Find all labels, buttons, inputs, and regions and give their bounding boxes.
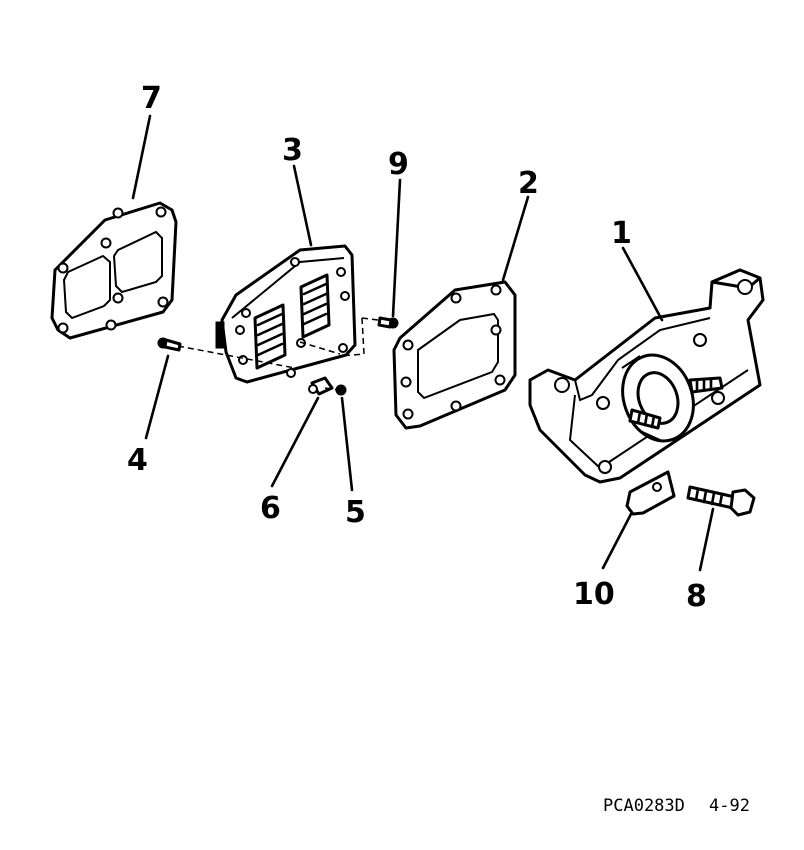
callout-3: 3 — [282, 133, 303, 168]
callout-6: 6 — [260, 491, 281, 526]
callout-labels: 7 3 9 2 1 4 6 5 10 8 — [127, 81, 707, 614]
part-4-screw — [157, 337, 182, 352]
part-10-clip — [625, 470, 676, 516]
callout-8: 8 — [686, 579, 707, 614]
leader-lines — [131, 114, 715, 572]
reed-window-left — [253, 303, 287, 370]
part-3-reed-plate — [215, 244, 357, 384]
reed-window-right — [299, 273, 331, 339]
figure-date: 4-92 — [709, 796, 750, 816]
manifold-studs — [628, 376, 724, 430]
callout-1: 1 — [611, 216, 632, 251]
callout-9: 9 — [388, 147, 409, 182]
part-6-sleeve — [308, 376, 334, 396]
figure-footer: PCA0283D 4-92 — [603, 796, 750, 816]
callout-10: 10 — [573, 577, 615, 612]
part-1-manifold — [528, 268, 765, 484]
callout-7: 7 — [141, 81, 162, 116]
callout-5: 5 — [345, 495, 366, 530]
callout-4: 4 — [127, 443, 148, 478]
figure-code: PCA0283D — [603, 796, 685, 816]
part-9-screw — [377, 316, 399, 329]
part-7-gasket — [50, 201, 178, 340]
part-2-gasket — [392, 280, 517, 430]
part-8-bolt — [686, 485, 756, 517]
callout-2: 2 — [518, 166, 539, 201]
assembly-guide-lines — [177, 317, 379, 391]
